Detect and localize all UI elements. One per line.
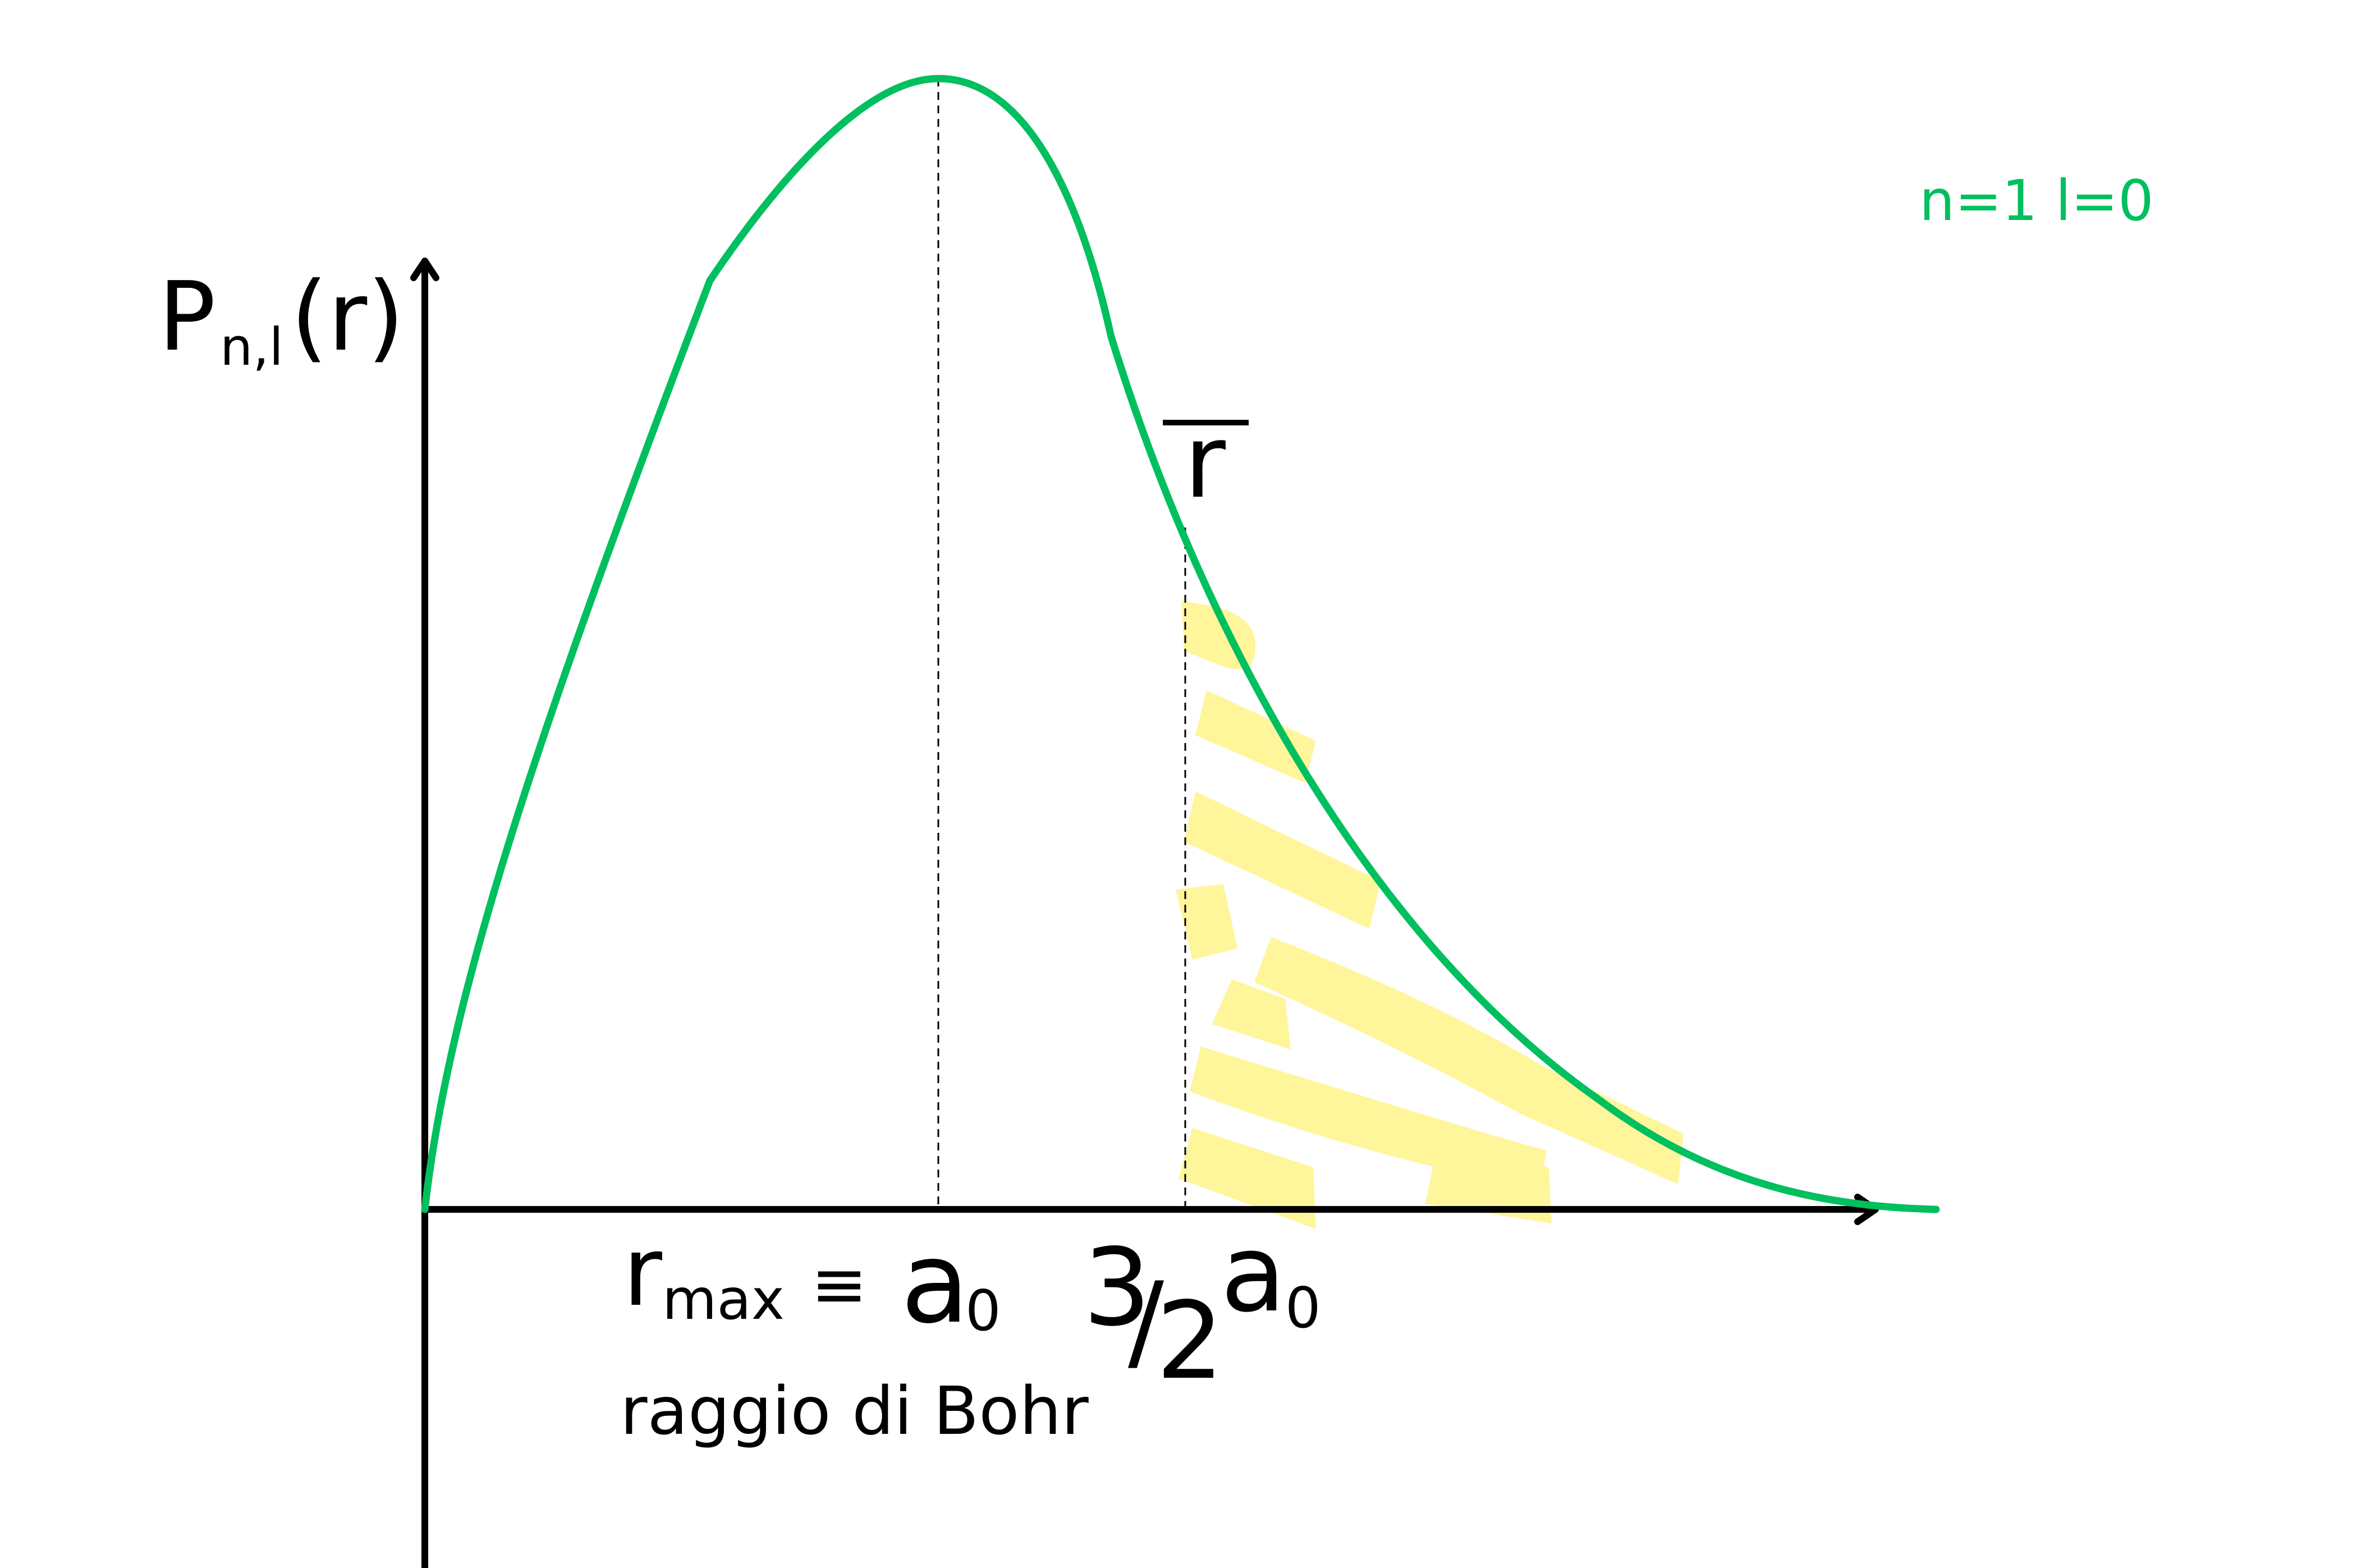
y-axis-label-main: P <box>158 262 216 373</box>
rmax-annotation: r max ≡ a 0 <box>623 1217 1001 1349</box>
rmax-value-main: a <box>901 1218 970 1349</box>
rmean-annotation: 3 / 2 a 0 <box>1083 1212 1321 1403</box>
rmax-main: r <box>623 1217 662 1328</box>
mean-radius-label: r <box>1163 404 1249 521</box>
y-axis-label-argument: (r) <box>291 262 405 373</box>
legend-label: n=1 l=0 <box>1919 168 2154 233</box>
rmax-subscript: max <box>662 1267 785 1332</box>
rmax-value-subscript: 0 <box>965 1278 1001 1344</box>
highlight-stroke <box>1176 884 1237 960</box>
highlight-stroke <box>1184 791 1381 929</box>
mean-radius-symbol: r <box>1184 404 1226 521</box>
rmean-value-main: a <box>1221 1212 1286 1336</box>
y-axis-label: P n,l (r) <box>158 262 405 377</box>
y-axis-arrowhead <box>410 258 439 281</box>
highlight-stroke <box>1254 937 1684 1184</box>
bohr-radius-caption: raggio di Bohr <box>620 1372 1089 1450</box>
guide-lines <box>937 79 1186 1209</box>
probability-curve <box>421 75 1940 1213</box>
highlight-stroke <box>1425 1148 1552 1223</box>
y-axis-label-subscript: n,l <box>220 317 283 377</box>
fraction-numerator: 3 <box>1083 1226 1151 1350</box>
highlight-stroke <box>1195 690 1316 783</box>
fraction-slash: / <box>1128 1259 1164 1383</box>
rmean-value-subscript: 0 <box>1285 1275 1321 1341</box>
fraction-denominator: 2 <box>1156 1279 1224 1403</box>
highlight-stroke <box>1178 1128 1316 1229</box>
highlight-stroke <box>1212 979 1291 1049</box>
rmax-relation: ≡ <box>811 1246 868 1324</box>
highlight-tail-region <box>1176 600 1684 1229</box>
